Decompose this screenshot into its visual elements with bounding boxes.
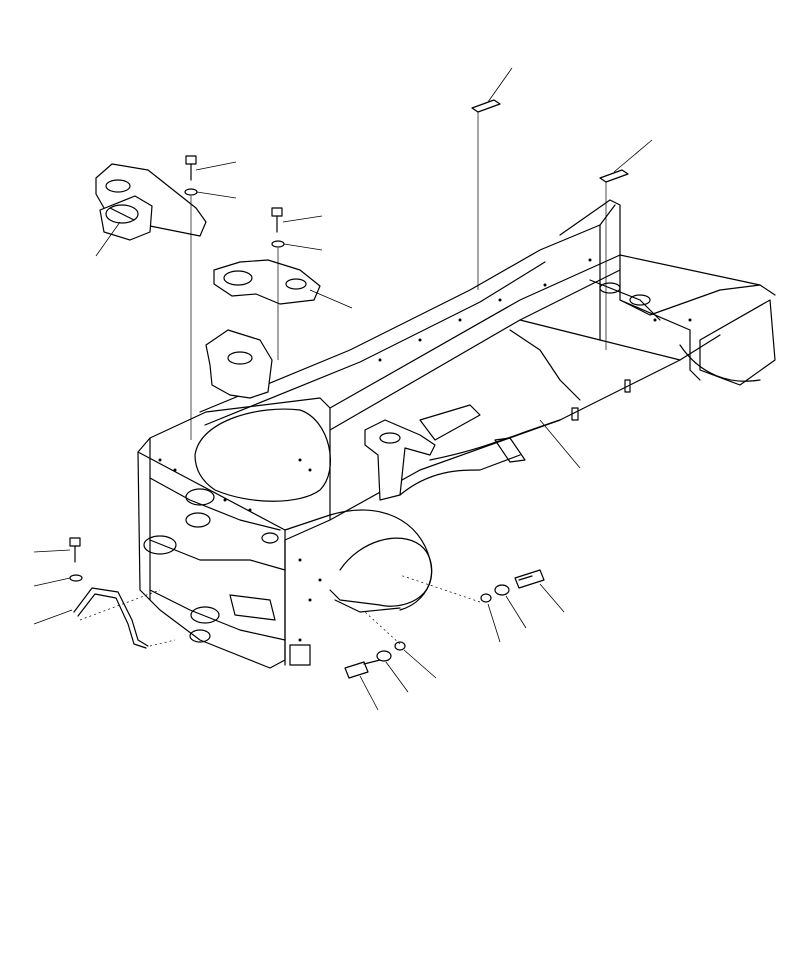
bolt-icon [271, 207, 285, 248]
bolt-icon [344, 641, 406, 679]
mount-bracket-upper [95, 163, 207, 241]
strap-bracket [69, 537, 149, 649]
leader-lines [33, 67, 653, 711]
assembly-lines [79, 112, 607, 647]
main-frame [137, 199, 776, 669]
mount-bracket-lower [213, 259, 321, 305]
plate-icon [471, 99, 501, 113]
bolt-icon [184, 155, 198, 196]
bolt-icon [480, 569, 545, 603]
plate-icon [599, 169, 629, 183]
